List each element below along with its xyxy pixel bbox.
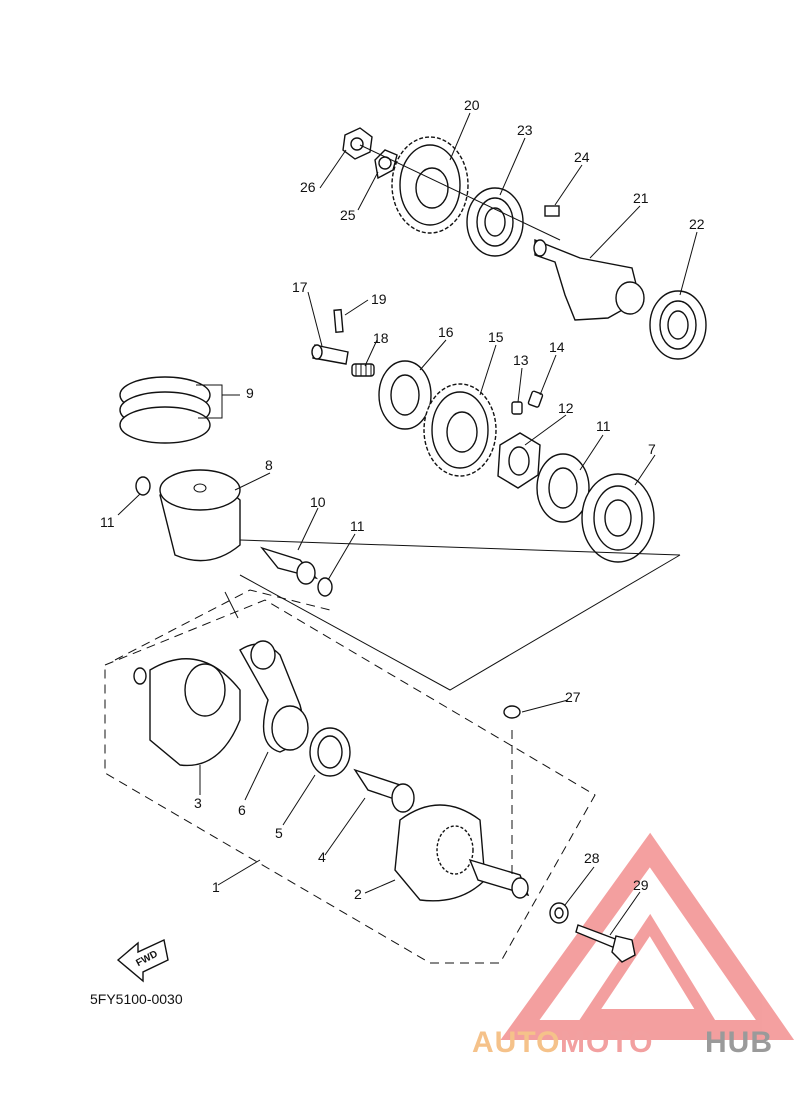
callout-19: 18 (373, 330, 389, 346)
callout-5: 5 (275, 825, 283, 841)
callout-4: 4 (318, 849, 326, 865)
diagram-part-code: 5FY5100-0030 (90, 991, 183, 1007)
part-23-bearing (649, 290, 707, 360)
part-28-key (503, 705, 521, 719)
callout-3: 3 (194, 795, 202, 811)
callout-30: 29 (633, 877, 649, 893)
callout-25: 24 (574, 149, 590, 165)
callout-18: 17 (292, 279, 308, 295)
part-19-spring (351, 363, 375, 377)
part-10-piston-pin (260, 546, 319, 585)
callout-24: 23 (517, 122, 533, 138)
callout-labels: 20 23 24 21 22 26 25 17 19 18 16 15 13 1… (100, 97, 705, 902)
watermark-moto: MOTO (560, 1026, 653, 1059)
watermark-hub: HUB (705, 1026, 773, 1059)
callout-28: 27 (565, 689, 581, 705)
callout-14: 13 (513, 352, 529, 368)
part-18-plunger (311, 344, 349, 365)
part-22-balancer-shaft (533, 238, 645, 321)
callout-8: 8 (265, 457, 273, 473)
callout-20: 19 (371, 291, 387, 307)
part-15-pin (527, 390, 544, 408)
callout-15: 14 (549, 339, 565, 355)
watermark-logo-triangle (500, 832, 795, 1040)
callout-26: 25 (340, 207, 356, 223)
callout-27: 26 (300, 179, 316, 195)
part-13-hub (497, 432, 541, 489)
part-25-key (544, 205, 560, 217)
fwd-arrow-icon: FWD (116, 938, 169, 983)
callout-12: 11 (596, 418, 611, 434)
part-9-piston-rings (119, 376, 211, 444)
part-14-spring (511, 401, 523, 415)
part-21-balancer-gear (391, 136, 469, 234)
callout-10: 10 (310, 494, 326, 510)
callout-16: 15 (488, 329, 504, 345)
part-6-connecting-rod (239, 640, 309, 753)
part-17-plate (378, 360, 432, 430)
leader-lines (117, 112, 698, 936)
callout-2: 2 (354, 886, 362, 902)
callout-29: 28 (584, 850, 600, 866)
part-11-circlip-right (317, 577, 333, 597)
part-30-bolt (575, 924, 636, 963)
watermark-auto: AUTO (472, 1026, 560, 1059)
part-2-crank-right (394, 804, 530, 902)
callout-1: 1 (212, 879, 220, 895)
watermark-wordmark: AUTO MOTO HUB (472, 1026, 773, 1059)
part-7-bearing (581, 473, 655, 563)
part-11-circlip-left (135, 476, 151, 496)
callout-6: 6 (238, 802, 246, 818)
callout-9: 9 (246, 385, 254, 401)
callout-13: 12 (558, 400, 574, 416)
part-8-piston (159, 469, 241, 562)
callout-23: 22 (689, 216, 705, 232)
crankshaft-assembly-boundary (104, 599, 596, 964)
part-20-pin (333, 308, 344, 333)
part-26-lock-washer (374, 149, 398, 180)
part-16-primary-drive-gear (423, 383, 497, 477)
part-4-crank-pin (353, 768, 415, 813)
callout-11-left: 11 (100, 514, 115, 530)
callout-7: 7 (648, 441, 656, 457)
part-24-bearing (466, 187, 524, 257)
callout-22: 21 (633, 190, 649, 206)
part-3-crank-left (133, 658, 241, 767)
callout-11-right: 11 (350, 518, 365, 534)
part-27-nut (342, 127, 373, 160)
part-12-plate (536, 453, 590, 523)
part-5-bearing (309, 727, 351, 777)
callout-21: 20 (464, 97, 480, 113)
callout-17: 16 (438, 324, 454, 340)
part-29-washer (549, 902, 569, 924)
